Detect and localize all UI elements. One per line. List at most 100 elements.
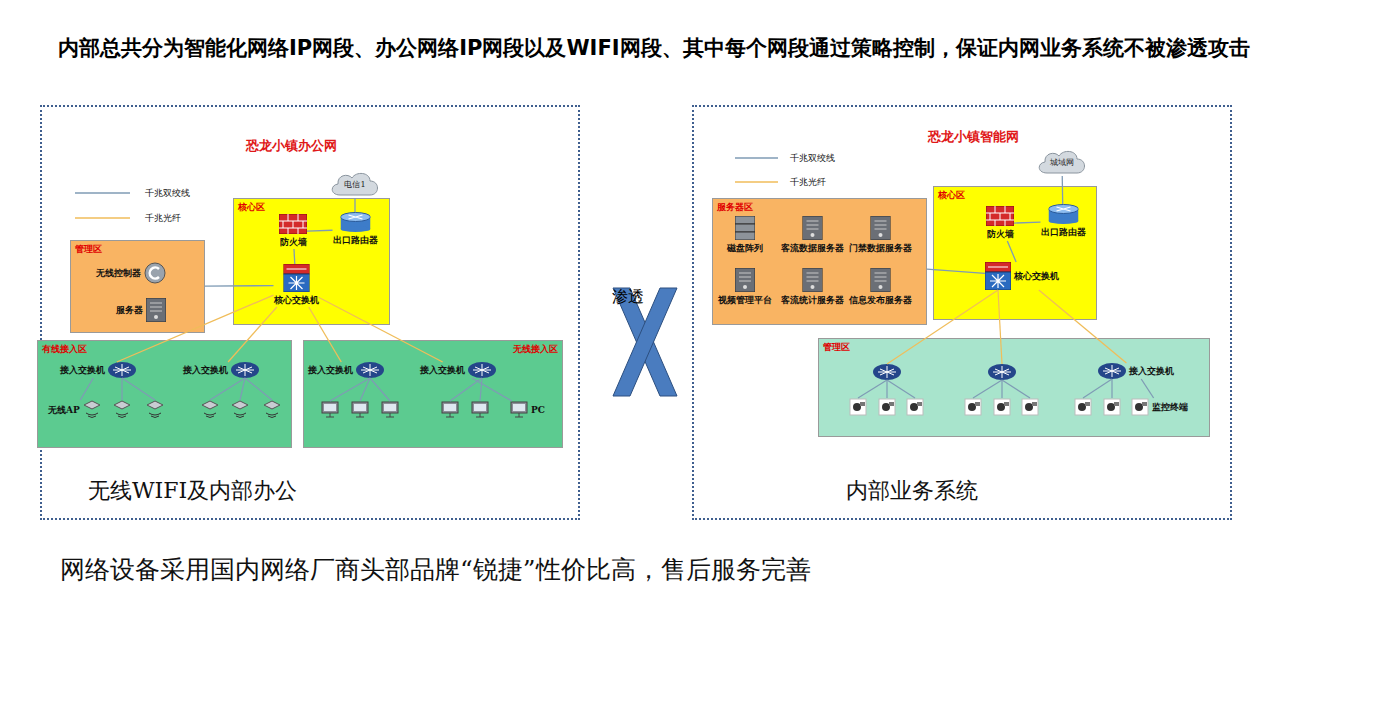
icon-part (988, 267, 1008, 268)
node-label: 城域网 (1050, 157, 1074, 168)
icon-part (874, 273, 886, 281)
icon-part (873, 364, 901, 380)
device-node: 无线AP (48, 400, 101, 420)
zone-label: 有线接入区 (42, 343, 287, 356)
icon-part (968, 403, 976, 411)
icon-part (468, 362, 496, 378)
cloud-node: 城域网 (1035, 148, 1089, 176)
icon-part (878, 285, 882, 289)
node-label: 核心交换机 (1014, 270, 1059, 283)
device-icon (146, 298, 166, 322)
caption-text: 网络设备采用国内网络厂商头部品牌“锐捷”性价比高，售后服务完善 (60, 553, 811, 586)
wire (973, 380, 1002, 398)
icon-part (86, 413, 98, 418)
icon-part (444, 404, 456, 411)
icon-part (1056, 207, 1070, 211)
icon-part (910, 403, 918, 411)
node-label: 出口路由器 (333, 234, 378, 247)
network-link (1141, 379, 1153, 398)
icon-part (1085, 402, 1090, 406)
icon-part (985, 272, 1011, 290)
device-node: 信息发布服务器 (849, 268, 912, 307)
cloud-outline (332, 173, 377, 195)
node-label: 电信1 (344, 179, 365, 190)
icon-part (382, 402, 398, 413)
icon-part (384, 404, 396, 411)
icon-part (988, 364, 1016, 380)
icon-part (354, 404, 366, 411)
icon-part (739, 273, 751, 281)
icon-part (286, 269, 306, 270)
cloud-node: 电信1 (328, 170, 382, 198)
icon-part (882, 403, 890, 411)
device-icon (340, 212, 370, 232)
network-link (307, 230, 333, 232)
device-icon (870, 268, 890, 292)
device-node: 核心交换机 (985, 262, 1059, 290)
node-label: 核心交换机 (274, 294, 319, 307)
device-node: 出口路由器 (333, 212, 378, 247)
icon-part (994, 399, 1010, 415)
diagram-title: 恐龙小镇智能网 (928, 128, 1019, 146)
icon-part (149, 413, 161, 418)
icon-part (850, 399, 866, 415)
icon-part (993, 366, 1011, 378)
legend-item: 千兆光纤 (790, 176, 826, 189)
device-node: 核心交换机 (274, 264, 319, 307)
icon-part (806, 273, 818, 281)
zone-box: 核心区防火墙出口路由器核心交换机 (933, 186, 1097, 320)
node-label: 客流统计服务器 (781, 294, 844, 307)
device-icon (356, 362, 384, 378)
panel-label: 内部业务系统 (846, 476, 1230, 506)
device-icon (1048, 204, 1078, 224)
icon-part (352, 402, 368, 413)
diagram-title: 恐龙小镇办公网 (246, 137, 337, 155)
icon-part (113, 364, 131, 376)
network-link (1014, 222, 1041, 224)
ap-icon (147, 401, 163, 418)
wire (1111, 379, 1112, 398)
node-label: 防火墙 (280, 236, 307, 249)
icon-part (1004, 402, 1009, 406)
legend-line-sample (75, 217, 130, 219)
device-node: 门禁数据服务器 (849, 216, 912, 255)
device-node: 磁盘阵列 (727, 216, 763, 255)
icon-part (870, 216, 890, 240)
icon-part (735, 216, 755, 224)
icon-part (1048, 205, 1078, 214)
icon-part (326, 413, 334, 417)
icon-part (231, 362, 259, 378)
node-label: 接入交换机 (420, 364, 465, 377)
device-node: 出口路由器 (1041, 204, 1086, 239)
device-icon (468, 362, 496, 378)
icon-part (236, 364, 254, 376)
zone-label: 无线接入区 (308, 343, 558, 356)
cam-icon (1022, 399, 1038, 415)
device-node: 接入交换机 (60, 362, 136, 378)
icon-part (202, 401, 218, 409)
wire (210, 378, 245, 400)
icon-part (985, 262, 1011, 272)
icon-part (1142, 402, 1147, 406)
wire (370, 378, 390, 401)
wire (1002, 380, 1030, 398)
legend-text: 千兆双绞线 (790, 152, 835, 165)
icon-part (513, 404, 525, 411)
wire (330, 378, 370, 401)
icon-part (361, 364, 379, 376)
wire (122, 378, 155, 400)
pc-icon (352, 402, 368, 417)
cam-icon (965, 399, 981, 415)
icon-part (147, 401, 163, 409)
icon-part (288, 276, 304, 290)
node-label: 信息发布服务器 (849, 294, 912, 307)
icon-part (145, 263, 165, 283)
wire (480, 378, 482, 401)
device-icon (83, 400, 101, 420)
legend-item: 千兆双绞线 (145, 187, 190, 200)
device-icon (985, 262, 1011, 290)
ap-icon (202, 401, 218, 418)
device-node: 接入交换机 (183, 362, 259, 378)
icon-part (473, 364, 491, 376)
node-label: 防火墙 (987, 228, 1014, 241)
